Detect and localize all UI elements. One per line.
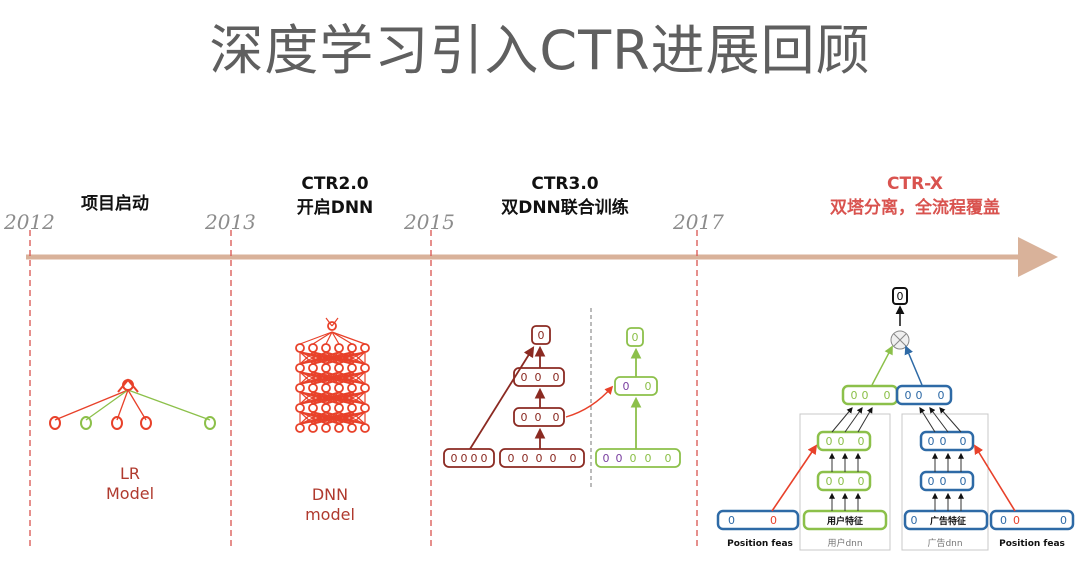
svg-text:0: 0 bbox=[1000, 514, 1007, 527]
ad-feature-label: 广告特征 bbox=[930, 515, 966, 527]
period-dividers bbox=[29, 230, 698, 548]
svg-text:0: 0 bbox=[940, 435, 947, 448]
svg-text:0: 0 bbox=[550, 452, 557, 465]
svg-text:0: 0 bbox=[630, 452, 637, 465]
svg-text:0: 0 bbox=[603, 452, 610, 465]
svg-text:0: 0 bbox=[911, 514, 918, 527]
phase-4-line-1: CTR-X bbox=[887, 174, 943, 194]
phase-2-line-2: 开启DNN bbox=[296, 198, 374, 218]
svg-text:0: 0 bbox=[884, 389, 891, 402]
lr-label-line-2: Model bbox=[105, 484, 155, 503]
svg-text:0: 0 bbox=[960, 475, 967, 488]
svg-text:0: 0 bbox=[858, 475, 865, 488]
svg-text:0: 0 bbox=[623, 380, 630, 393]
svg-text:0: 0 bbox=[616, 452, 623, 465]
page-title: 深度学习引入CTR进展回顾 bbox=[209, 19, 871, 82]
svg-text:0: 0 bbox=[632, 331, 639, 344]
svg-text:0: 0 bbox=[928, 475, 935, 488]
ad-dnn-caption: 广告dnn bbox=[927, 537, 962, 549]
svg-text:0: 0 bbox=[521, 371, 528, 384]
svg-text:0: 0 bbox=[553, 411, 560, 424]
dnn-label-line-2: model bbox=[305, 505, 355, 524]
svg-text:0: 0 bbox=[770, 514, 777, 527]
svg-text:0: 0 bbox=[858, 435, 865, 448]
svg-text:0: 0 bbox=[536, 452, 543, 465]
svg-text:0: 0 bbox=[838, 475, 845, 488]
svg-text:0: 0 bbox=[471, 452, 478, 465]
phase-3-line-1: CTR3.0 bbox=[531, 174, 599, 194]
user-feature-label: 用户特征 bbox=[826, 515, 863, 527]
svg-text:0: 0 bbox=[960, 435, 967, 448]
dnn-label-line-1: DNN bbox=[311, 485, 349, 504]
position-feas-right: Position feas bbox=[999, 539, 1065, 549]
svg-text:0: 0 bbox=[645, 380, 652, 393]
phase-4-line-2: 双塔分离，全流程覆盖 bbox=[830, 198, 1000, 218]
svg-text:0: 0 bbox=[538, 329, 545, 342]
svg-text:0: 0 bbox=[851, 389, 858, 402]
svg-text:0: 0 bbox=[826, 435, 833, 448]
phase-2-line-1: CTR2.0 bbox=[301, 174, 369, 194]
svg-text:0: 0 bbox=[521, 411, 528, 424]
svg-text:0: 0 bbox=[940, 475, 947, 488]
year-label-2015: 2015 bbox=[404, 210, 455, 234]
svg-text:0: 0 bbox=[451, 452, 458, 465]
svg-text:0: 0 bbox=[461, 452, 468, 465]
svg-text:0: 0 bbox=[916, 389, 923, 402]
phase-1-line-1: 项目启动 bbox=[81, 194, 149, 214]
svg-text:0: 0 bbox=[838, 435, 845, 448]
phase-4: CTR-X 双塔分离，全流程覆盖 bbox=[790, 172, 1040, 220]
svg-text:0: 0 bbox=[522, 452, 529, 465]
phase-1: 项目启动 bbox=[40, 192, 190, 216]
svg-text:0: 0 bbox=[570, 452, 577, 465]
svg-text:0: 0 bbox=[928, 435, 935, 448]
svg-text:0: 0 bbox=[553, 371, 560, 384]
phase-2: CTR2.0 开启DNN bbox=[260, 172, 410, 220]
svg-text:0: 0 bbox=[535, 371, 542, 384]
dnn-model-diagram bbox=[295, 317, 370, 433]
svg-text:0: 0 bbox=[508, 452, 515, 465]
svg-text:0: 0 bbox=[826, 475, 833, 488]
position-feas-left: Position feas bbox=[727, 539, 793, 549]
svg-text:0: 0 bbox=[938, 389, 945, 402]
lr-label-line-1: LR bbox=[119, 464, 141, 483]
user-dnn-caption: 用户dnn bbox=[827, 537, 862, 549]
year-label-2017: 2017 bbox=[673, 210, 724, 234]
svg-text:0: 0 bbox=[905, 389, 912, 402]
svg-text:0: 0 bbox=[481, 452, 488, 465]
ctrx-output-node: 0 bbox=[897, 290, 904, 303]
svg-text:0: 0 bbox=[1013, 514, 1020, 527]
svg-text:0: 0 bbox=[1060, 514, 1067, 527]
dnn-model-label: DNN model bbox=[280, 485, 380, 525]
svg-text:0: 0 bbox=[535, 411, 542, 424]
phase-3-line-2: 双DNN联合训练 bbox=[501, 198, 629, 218]
lr-model-diagram bbox=[49, 378, 216, 430]
svg-text:0: 0 bbox=[645, 452, 652, 465]
svg-text:0: 0 bbox=[862, 389, 869, 402]
svg-text:0: 0 bbox=[728, 514, 735, 527]
lr-model-label: LR Model bbox=[80, 464, 180, 504]
svg-text:0: 0 bbox=[665, 452, 672, 465]
phase-3: CTR3.0 双DNN联合训练 bbox=[470, 172, 660, 220]
